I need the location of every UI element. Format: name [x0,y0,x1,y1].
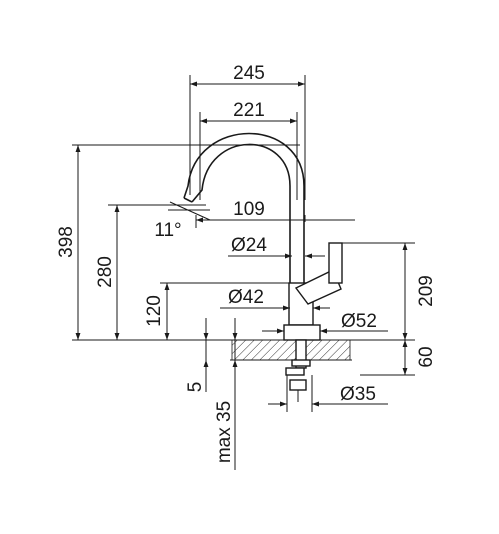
label-body-offset: 109 [233,199,265,220]
dimension-lines [75,81,408,470]
spout-outer-line [191,143,291,306]
faucet-base [283,324,321,341]
label-spout-angle: 11° [154,220,181,241]
label-spout-diameter: Ø24 [231,235,267,256]
label-max-deck-thickness: max 35 [214,401,235,463]
spout-inner-line [183,132,305,306]
label-base-diameter: Ø52 [341,311,377,332]
label-spout-reach: 221 [233,100,265,121]
spout-outlet [183,197,193,203]
label-shank-length: 60 [416,346,437,367]
label-lever-height: 209 [416,275,437,307]
fixing-washer [285,367,305,376]
dimension-labels: 245 221 398 280 109 11° Ø24 120 Ø42 Ø52 … [56,63,437,463]
label-total-height: 398 [56,226,77,258]
faucet-outline [183,132,343,402]
label-spout-outlet-height: 280 [95,256,116,288]
label-shank-diameter: Ø35 [340,384,376,405]
countertop-section [231,339,351,361]
label-base-thickness: 5 [185,382,206,393]
supply-hose-connector [289,379,307,391]
label-overall-width: 245 [233,63,265,84]
lever-grip [328,242,343,284]
label-body-diameter: Ø42 [228,287,264,308]
label-body-height: 120 [144,295,165,327]
mounting-nut [291,359,311,367]
